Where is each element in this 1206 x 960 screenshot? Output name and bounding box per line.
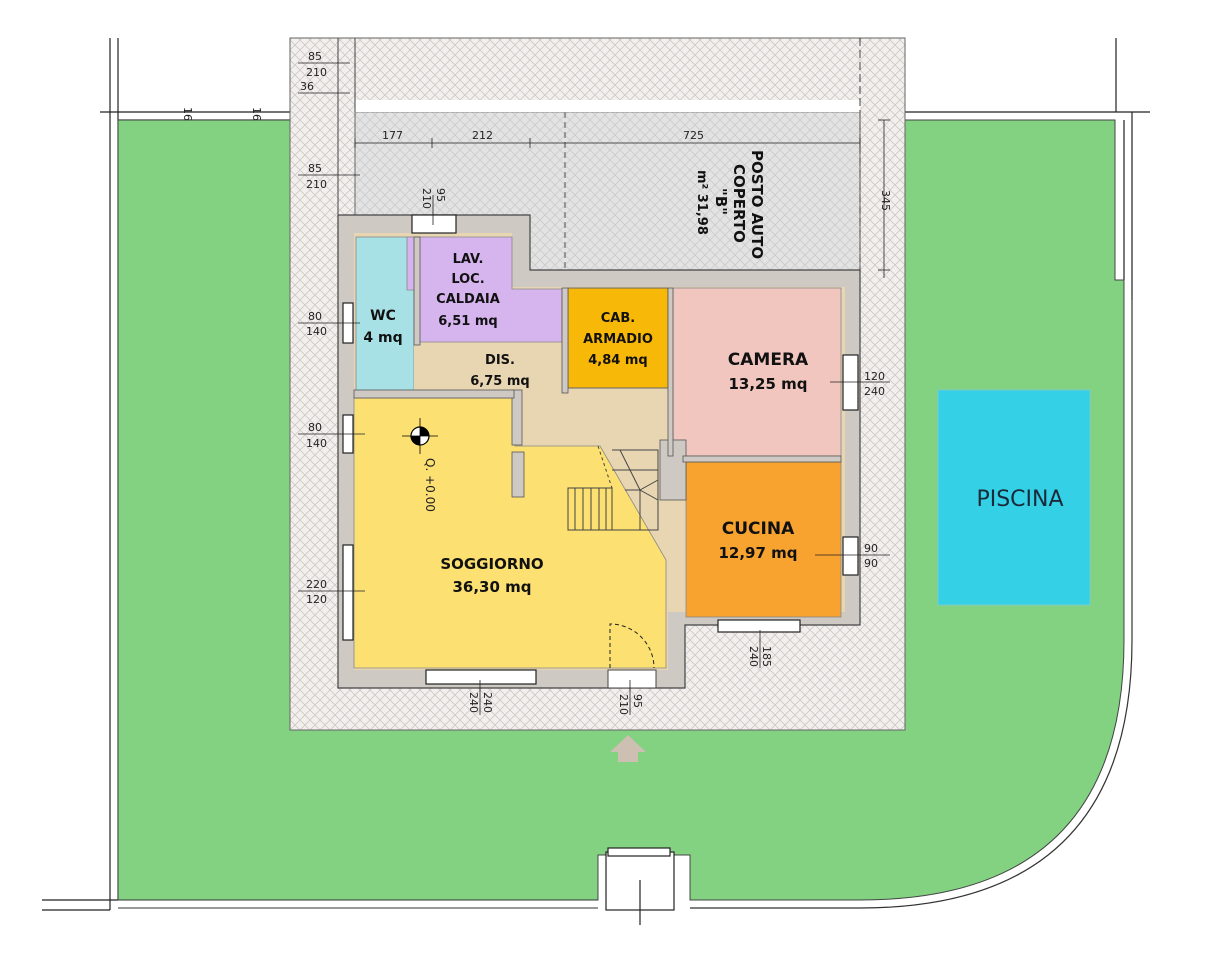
dim-sog-bot-a: 240 [481,692,494,713]
staircase [567,445,659,531]
wc-area: 4 mq [363,330,402,346]
cab-line2: ARMADIO [583,332,653,347]
interior-walls [353,236,842,501]
soggiorno-name: SOGGIORNO [440,555,543,573]
dim-sog-bot-b: 240 [467,692,480,713]
dim-wc-win-b: 140 [306,325,327,338]
room-disimpegno[interactable] [414,345,562,391]
wc-name: WC [370,308,396,324]
dim-door-top-b: 210 [420,188,433,209]
entrance-door[interactable] [607,623,657,689]
dim-cuc-bot-b: 240 [747,646,760,667]
lav-area: 6,51 mq [438,314,497,329]
entrance-arrow-icon [610,735,646,762]
lav-line1: LAV. [453,252,484,267]
dim-entry-a: 95 [631,694,644,708]
dim-left-door-a: 85 [308,162,322,175]
level-marker [402,418,438,454]
dim-top-a: 85 [308,50,322,63]
dim-sog-win-b: 140 [306,437,327,450]
svg-text:COPERTO: COPERTO [730,164,748,243]
cab-area: 4,84 mq [588,353,647,368]
dim-cuc-win-a: 90 [864,542,878,555]
cab-line1: CAB. [601,311,635,326]
room-camera[interactable] [672,287,842,457]
svg-text:m² 31,98: m² 31,98 [694,170,709,235]
pool[interactable] [937,389,1091,606]
dim-cam-win-b: 240 [864,385,885,398]
dimension-lines [298,62,890,715]
camera-area: 13,25 mq [728,375,807,393]
dim-top-c: 36 [300,80,314,93]
dis-name: DIS. [485,353,515,368]
dim-sog-win2-b: 120 [306,593,327,606]
dim-tick-left-b: 16 [250,107,263,121]
level-marker-label: Q. +0.00 [423,458,437,512]
pool-label: PISCINA [976,487,1063,512]
dim-left-door-b: 210 [306,178,327,191]
dim-cuc-bot-a: 185 [760,646,773,667]
dim-door-top-a: 95 [434,188,447,202]
dim-wc-win-a: 80 [308,310,322,323]
dim-entry-b: 210 [617,694,630,715]
dim-cam-win-a: 120 [864,370,885,383]
dis-area: 6,75 mq [470,374,529,389]
svg-text:"B": "B" [712,188,730,215]
dim-carport-depth: 345 [879,190,892,211]
front-gate[interactable] [605,847,675,925]
cucina-name: CUCINA [722,519,795,539]
svg-text:POSTO AUTO: POSTO AUTO [748,150,766,259]
dim-sog-win-a: 80 [308,421,322,434]
room-cab-armadio[interactable] [567,287,669,389]
dim-top-b: 210 [306,66,327,79]
dim-sog-win2-a: 220 [306,578,327,591]
room-cucina[interactable] [685,461,842,618]
camera-name: CAMERA [728,350,809,370]
dim-seg2: 212 [472,129,493,142]
cucina-area: 12,97 mq [718,544,797,562]
carport-gap [355,100,860,112]
dim-seg1: 177 [382,129,403,142]
carport-label: POSTO AUTO COPERTO "B" m² 31,98 [694,150,766,259]
dim-seg3: 725 [683,129,704,142]
soggiorno-area: 36,30 mq [452,578,531,596]
dim-tick-left-a: 16 [181,107,194,121]
dim-cuc-win-b: 90 [864,557,878,570]
lav-line3: CALDAIA [436,292,500,307]
lav-line2: LOC. [451,272,484,287]
garden-curve-edge [690,300,1133,909]
